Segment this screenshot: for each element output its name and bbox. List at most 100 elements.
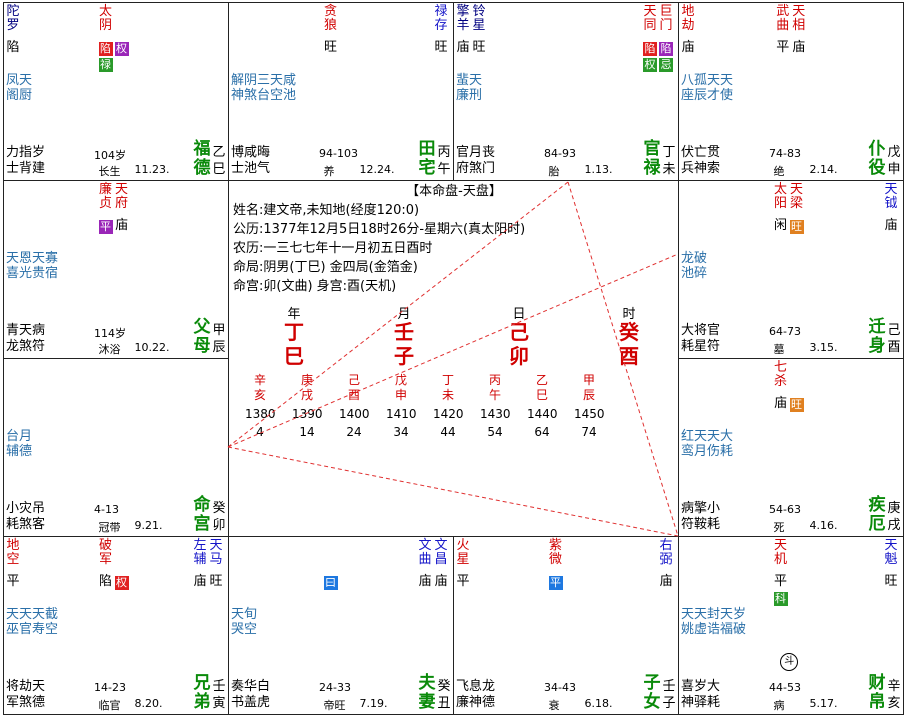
decade-range: 14-23 [94,681,126,694]
palace-ganzhi-char: 甲 [212,323,226,338]
star-brightness: 庙 [114,218,128,233]
birth-info-line: 命局:阴男(丁巳) 金四局(金箔金) [233,260,418,275]
star-brightness: 庙 [659,574,673,589]
palace-ganzhi-char: 壬 [212,679,226,694]
gods-row-2: 士池气 [231,161,271,176]
palace-ganzhi-char: 亥 [887,696,901,711]
palace-ganzhi-char: 午 [437,162,451,177]
minor-stars: 红天天大鸾月伤耗 [681,429,733,459]
dayun-year: 1450 [574,407,605,421]
minor-star-line: 辅德 [6,444,33,459]
palace-name-char: 禄 [643,158,661,178]
palace-name: 兄弟 [193,674,211,712]
decade-range: 84-93 [544,147,576,160]
palace-name-char: 仆 [868,139,886,159]
dayun-branch: 申 [394,388,407,402]
gods-row-1: 大将官 [681,323,721,338]
decade-range: 74-83 [769,147,801,160]
palace-name-char: 兄 [193,673,211,693]
palace-name: 夫妻 [418,674,436,712]
palace-ganzhi-char: 寅 [212,696,226,711]
annual-date: 8.20. [134,697,163,710]
dayun-branch: 辰 [582,388,595,402]
gods-row-2: 书盖虎 [231,695,271,710]
decade-range: 54-63 [769,503,801,516]
dayun-branch: 未 [441,388,454,402]
star-name: 武曲 [776,4,790,33]
life-stage: 沐浴 [98,343,121,356]
decade-range: 64-73 [769,325,801,338]
star-brightness: 庙 [456,40,470,55]
life-stage: 死 [773,521,785,534]
gods-row-2: 廉神德 [456,695,496,710]
dayun-age: 64 [534,425,550,439]
palace-name-char: 帛 [868,692,886,712]
minor-star-line: 蜚天 [456,73,483,88]
gods-row-1: 伏亡贯 [681,145,721,160]
palace-name-char: 福 [193,139,211,159]
palace-ganzhi-char: 酉 [887,340,901,355]
pillar-branch: 巳 [284,344,304,368]
palace-name-char: 德 [193,158,211,178]
dayun-stem: 丙 [488,373,501,387]
palace-ganzhi-char: 巳 [212,162,226,177]
minor-stars: 解阴三天咸神煞台空池 [231,73,296,103]
palace-ganzhi-char: 癸 [437,679,451,694]
life-stage: 长生 [98,165,121,178]
palace-name-char: 身 [868,336,886,356]
annual-date: 12.24. [359,163,395,176]
palace-name: 迁身 [868,318,886,356]
pillar-stem: 壬 [394,320,414,344]
minor-star-line: 天天天截 [6,607,59,622]
minor-star-line: 凤天 [6,73,33,88]
gods-row-2: 符鞍耗 [681,517,721,532]
gods-row-2: 耗星符 [681,339,721,354]
transform-badge: 旺 [789,398,804,412]
minor-star-line: 台月 [6,429,33,444]
star-name: 右弼 [659,538,673,567]
gods-row-2: 府煞门 [456,161,496,176]
life-stage: 养 [323,165,335,178]
star-name: 天马 [209,538,223,567]
star-name: 擎羊 [456,4,470,33]
transform-badge: 忌 [659,58,673,72]
annual-date: 3.15. [809,341,838,354]
dayun-stem: 辛 [253,373,266,387]
annual-date: 1.13. [584,163,613,176]
palace-name-char: 田 [418,139,436,159]
star-name: 文昌 [434,538,448,567]
transform-badge: 权 [114,42,129,56]
palace-ganzhi: 甲辰 [212,322,226,356]
pillar-branch: 卯 [509,344,529,368]
gods-row-2: 神驿耗 [681,695,721,710]
chart-title: 【本命盘-天盘】 [406,184,502,199]
minor-star-line: 巫官寿空 [6,622,59,637]
star-name: 天相 [792,4,806,33]
star-brightness: 庙 [792,40,806,55]
palace-ganzhi-char: 未 [662,162,676,177]
minor-stars: 蜚天廉刑 [456,73,482,103]
annual-date: 9.21. [134,519,163,532]
palace-name-char: 疾 [868,495,886,515]
sun-moon-icon: 曰 [323,576,338,590]
gods-row-1: 奏华白 [231,679,271,694]
palace-name-char: 官 [643,139,661,159]
dayun-stem: 己 [347,373,360,387]
palace-name: 父母 [193,318,211,356]
decade-range: 4-13 [94,503,119,516]
gods-row-1: 飞息龙 [456,679,496,694]
dayun-year: 1430 [480,407,511,421]
birth-info-line: 姓名:建文帝,未知地(经度120:0) [233,203,420,218]
palace-ganzhi-char: 戊 [887,145,901,160]
palace-ganzhi-char: 癸 [212,501,226,516]
star-brightness: 庙 [418,574,432,589]
life-stage: 临官 [98,699,121,712]
dayun-branch: 午 [488,388,501,402]
minor-star-line: 池碎 [681,266,708,281]
